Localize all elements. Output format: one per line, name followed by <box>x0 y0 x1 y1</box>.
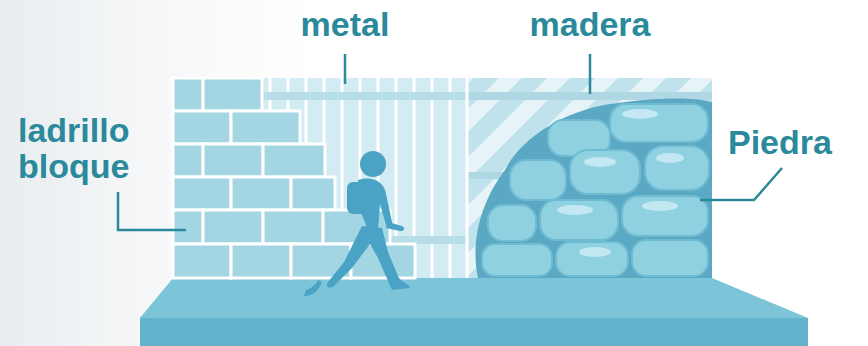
stone-wall <box>476 98 712 278</box>
wood-panel <box>467 78 712 278</box>
part-label: ladrillo bloque <box>18 112 168 184</box>
child-silhouette <box>304 151 410 296</box>
part-label: Piedra <box>728 124 832 160</box>
part-label: madera <box>530 6 651 42</box>
floor <box>140 278 808 346</box>
part-label: metal <box>301 6 390 42</box>
leader-lines <box>118 54 782 230</box>
